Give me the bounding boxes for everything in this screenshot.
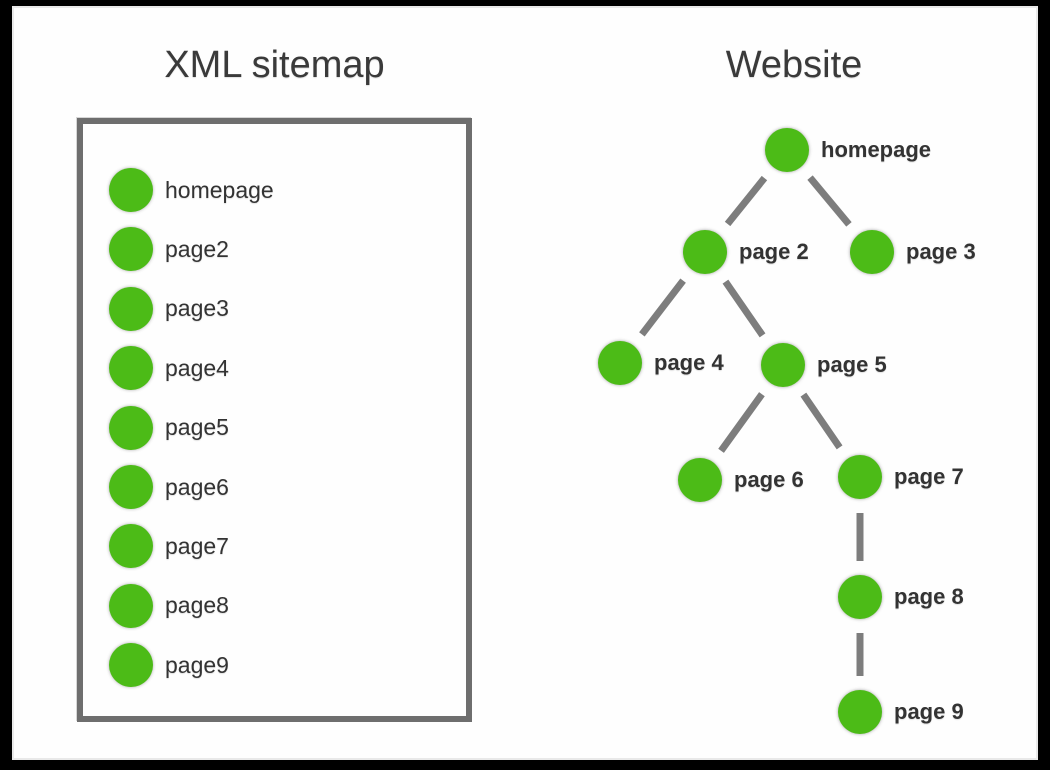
- sitemap-item-label: page8: [165, 592, 229, 619]
- page-node-circle: [109, 346, 153, 391]
- sitemap-item-label: homepage: [165, 176, 274, 203]
- tree-node-label-page7: page 7: [894, 464, 964, 489]
- sitemap-item-page2: page2: [109, 227, 229, 272]
- page-node-circle: [109, 465, 153, 509]
- page-background: XML sitemap Website homepage page2 page3 pa…: [12, 6, 1038, 760]
- sitemap-item-label: page3: [165, 295, 229, 322]
- tree-node-label-page4: page 4: [654, 350, 724, 375]
- tree-node-circle-homepage: [765, 128, 809, 172]
- page-node-circle: [109, 227, 153, 272]
- page-node-circle: [109, 583, 153, 628]
- website-title: Website: [725, 44, 863, 86]
- tree-edge-page2-page5: [722, 279, 766, 338]
- sitemap-item-page5: page5: [109, 405, 229, 450]
- tree-node-label-page2: page 2: [739, 239, 809, 264]
- sitemap-item-page8: page8: [109, 583, 229, 628]
- sitemap-item-page3: page3: [109, 286, 229, 331]
- tree-node-circle-page9: [838, 690, 882, 734]
- sitemap-item-page7: page7: [109, 524, 229, 569]
- sitemap-item-label: page2: [165, 235, 229, 262]
- tree-node-circle-page4: [598, 341, 642, 385]
- tree-node-label-homepage: homepage: [821, 137, 932, 162]
- tree-node-label-page9: page 9: [894, 699, 964, 724]
- tree-edge-page5-page7: [800, 392, 843, 450]
- sitemap-box: homepage page2 page3 page4 page5 page6 page7 pa…: [77, 118, 472, 722]
- tree-node-circle-page8: [838, 575, 882, 619]
- tree-edge-homepage-page2: [724, 175, 768, 227]
- sitemap-item-page9: page9: [109, 643, 229, 688]
- xml-sitemap-title: XML sitemap: [164, 44, 385, 86]
- tree-node-circle-page6: [678, 458, 722, 502]
- sitemap-item-page6: page6: [109, 465, 229, 509]
- page-node-circle: [109, 405, 153, 450]
- tree-node-circle-page7: [838, 455, 882, 499]
- page-node-circle: [109, 286, 153, 331]
- sitemap-item-label: page9: [165, 651, 229, 678]
- page-node-circle: [109, 643, 153, 688]
- tree-edge-page5-page6: [718, 392, 765, 453]
- tree-node-circle-page2: [683, 230, 727, 274]
- tree-node-label-page6: page 6: [734, 467, 804, 492]
- page-node-circle: [109, 168, 153, 212]
- sitemap-item-label: page6: [165, 473, 229, 500]
- tree-node-label-page3: page 3: [906, 239, 976, 264]
- sitemap-item-label: page4: [165, 354, 229, 381]
- tree-node-label-page8: page 8: [894, 584, 964, 609]
- tree-node-circle-page5: [761, 343, 805, 387]
- tree-node-label-page5: page 5: [817, 352, 887, 377]
- sitemap-item-homepage: homepage: [109, 168, 274, 212]
- sitemap-item-page4: page4: [109, 346, 229, 391]
- tree-edges-layer: [639, 175, 864, 676]
- page-node-circle: [109, 524, 153, 569]
- sitemap-item-label: page5: [165, 414, 229, 441]
- sitemap-item-label: page7: [165, 532, 229, 559]
- tree-edge-homepage-page3: [807, 175, 852, 227]
- tree-edge-page2-page4: [639, 278, 686, 337]
- tree-node-circle-page3: [850, 230, 894, 274]
